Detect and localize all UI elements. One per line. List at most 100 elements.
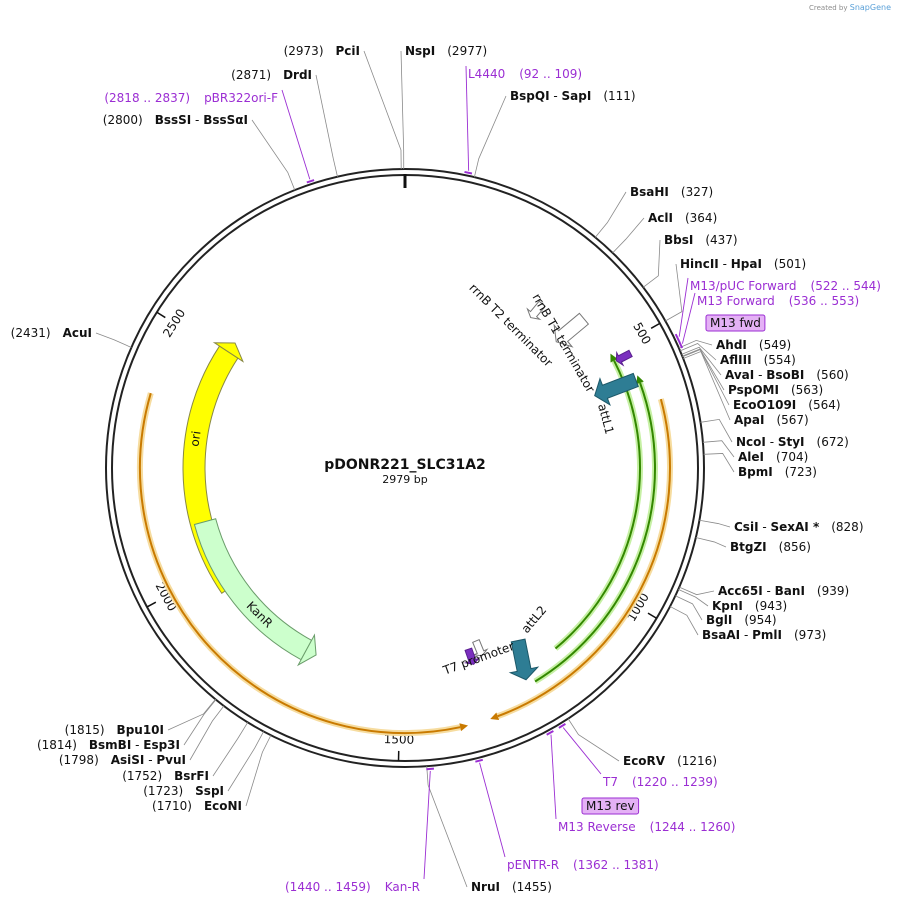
enzyme-site-nspi[interactable]: NspI(2977) [405, 44, 487, 58]
primer-name: M13 Reverse [558, 820, 636, 834]
enzyme-site-asisi[interactable]: AsiSI - PvuI(1798) [59, 753, 186, 767]
badge-m13-rev[interactable]: M13 rev [581, 797, 640, 815]
primer-marker [546, 730, 554, 736]
enzyme-site-drdi[interactable]: DrdI(2871) [231, 68, 312, 82]
enzyme-site-bsmbi[interactable]: BsmBI - Esp3I(1814) [37, 738, 180, 752]
leader-line [675, 595, 703, 621]
badge-label: M13 fwd [710, 316, 761, 330]
badge-label: M13 rev [586, 799, 635, 813]
leader-line [679, 343, 717, 361]
enzyme-position: (2800) [103, 113, 143, 127]
orf-head [610, 353, 618, 363]
primer-kan-r[interactable]: Kan-R(1440 .. 1459) [285, 880, 420, 894]
enzyme-name: SspI [195, 784, 224, 798]
primer-marker [674, 333, 680, 342]
enzyme-site-acc65i[interactable]: Acc65I - BanI(939) [718, 584, 849, 598]
primer-leader [281, 89, 311, 180]
enzyme-site-sspi[interactable]: SspI(1723) [143, 784, 224, 798]
leader-line [665, 263, 683, 322]
ori-label: ori [188, 430, 204, 447]
leader-line [363, 50, 402, 170]
orf-arc [497, 398, 671, 718]
leader-line [699, 519, 731, 528]
enzyme-name: AleI [738, 450, 764, 464]
enzyme-site-bpmi[interactable]: BpmI(723) [738, 465, 817, 479]
enzyme-name: Bpu10I [117, 723, 164, 737]
leader-line [678, 589, 709, 607]
leader-line [400, 50, 405, 170]
enzyme-position: (939) [817, 584, 849, 598]
lac-arrow-1 [615, 349, 633, 367]
enzyme-name: AclI [648, 211, 673, 225]
enzyme-name: AvaI - BsoBI [725, 368, 804, 382]
primer-m13-forward[interactable]: M13 Forward(536 .. 553) [697, 294, 859, 308]
leader-line [702, 440, 735, 458]
badge-m13-fwd[interactable]: M13 fwd [705, 314, 766, 332]
enzyme-site-nrui[interactable]: NruI(1455) [471, 880, 552, 894]
leader-line [703, 453, 735, 473]
backbone-ring [105, 168, 705, 768]
enzyme-site-hincii[interactable]: HincII - HpaI(501) [680, 257, 806, 271]
credit-prefix: Created by [809, 4, 848, 12]
enzyme-name: NspI [405, 44, 435, 58]
primer-leader [479, 762, 506, 858]
enzyme-position: (1216) [677, 754, 717, 768]
leader-line [679, 586, 715, 596]
primer-m13-reverse[interactable]: M13 Reverse(1244 .. 1260) [558, 820, 735, 834]
enzyme-site-pspomi[interactable]: PspOMI(563) [728, 383, 823, 397]
orf-arcs [137, 353, 673, 736]
primer-range: (536 .. 553) [789, 294, 859, 308]
enzyme-site-bsrfi[interactable]: BsrFI(1752) [122, 769, 209, 783]
enzyme-site-btgzi[interactable]: BtgZI(856) [730, 540, 811, 554]
enzyme-site-avai[interactable]: AvaI - BsoBI (560) [725, 368, 849, 382]
primer-m13-puc-forward[interactable]: M13/pUC Forward(522 .. 544) [690, 279, 881, 293]
enzyme-site-bgli[interactable]: BglI(954) [706, 613, 777, 627]
label-leader-lines [95, 50, 735, 888]
enzyme-site-csii[interactable]: CsiI - SexAI *(828) [734, 520, 864, 534]
leader-line [426, 766, 468, 888]
primer-name: pBR322ori-F [204, 91, 278, 105]
enzyme-name: NruI [471, 880, 500, 894]
enzyme-position: (560) [816, 368, 848, 382]
leader-line [567, 718, 620, 762]
primer-pbr322ori-f[interactable]: pBR322ori-F(2818 .. 2837) [104, 91, 278, 105]
enzyme-site-bpu10i[interactable]: Bpu10I(1815) [65, 723, 164, 737]
enzyme-name: BpmI [738, 465, 773, 479]
enzyme-site-ecoo109i[interactable]: EcoO109I(564) [733, 398, 841, 412]
leader-line [642, 239, 661, 288]
enzyme-site-bsaai[interactable]: BsaAI - PmlI(973) [702, 628, 826, 642]
enzyme-site-apai[interactable]: ApaI(567) [734, 413, 809, 427]
enzyme-position: (1752) [122, 769, 162, 783]
enzyme-site-bbsi[interactable]: BbsI(437) [664, 233, 738, 247]
badge-box [705, 314, 766, 332]
leader-line [683, 351, 731, 421]
enzyme-site-ncoi[interactable]: NcoI - StyI(672) [736, 435, 849, 449]
orf-arc [554, 360, 641, 650]
enzyme-position: (327) [681, 185, 713, 199]
primer-t7[interactable]: T7(1220 .. 1239) [602, 775, 718, 789]
enzyme-site-pcii[interactable]: PciI(2973) [284, 44, 360, 58]
enzyme-name: BsaHI [630, 185, 669, 199]
enzyme-site-ecorv[interactable]: EcoRV(1216) [623, 754, 717, 768]
primer-pentr-r[interactable]: pENTR-R(1362 .. 1381) [507, 858, 659, 872]
rrnB-T2-arrow [526, 300, 546, 321]
enzyme-name: BsaAI - PmlI [702, 628, 782, 642]
enzyme-site-kpni[interactable]: KpnI(943) [712, 599, 787, 613]
enzyme-site-alei[interactable]: AleI(704) [738, 450, 808, 464]
enzyme-site-bsssi[interactable]: BssSI - BssSαI(2800) [103, 113, 248, 127]
enzyme-site-acli[interactable]: AclI(364) [648, 211, 717, 225]
enzyme-site-acui[interactable]: AcuI(2431) [11, 326, 92, 340]
enzyme-site-econi[interactable]: EcoNI(1710) [152, 799, 242, 813]
enzyme-site-bspqi[interactable]: BspQI - SapI(111) [510, 89, 636, 103]
enzyme-name: PciI [336, 44, 361, 58]
enzyme-site-ahdi[interactable]: AhdI(549) [716, 338, 791, 352]
enzyme-site-afliii[interactable]: AflIII(554) [720, 353, 796, 367]
orf-head [490, 712, 500, 720]
plasmid-name: pDONR221_SLC31A2 [324, 457, 486, 473]
enzyme-position: (549) [759, 338, 791, 352]
lac-arrow-2 [463, 647, 481, 665]
leader-line [678, 339, 713, 349]
enzyme-site-bsahi[interactable]: BsaHI (327) [630, 185, 713, 199]
primer-range: (522 .. 544) [811, 279, 881, 293]
primer-l4440[interactable]: L4440(92 .. 109) [468, 67, 582, 81]
